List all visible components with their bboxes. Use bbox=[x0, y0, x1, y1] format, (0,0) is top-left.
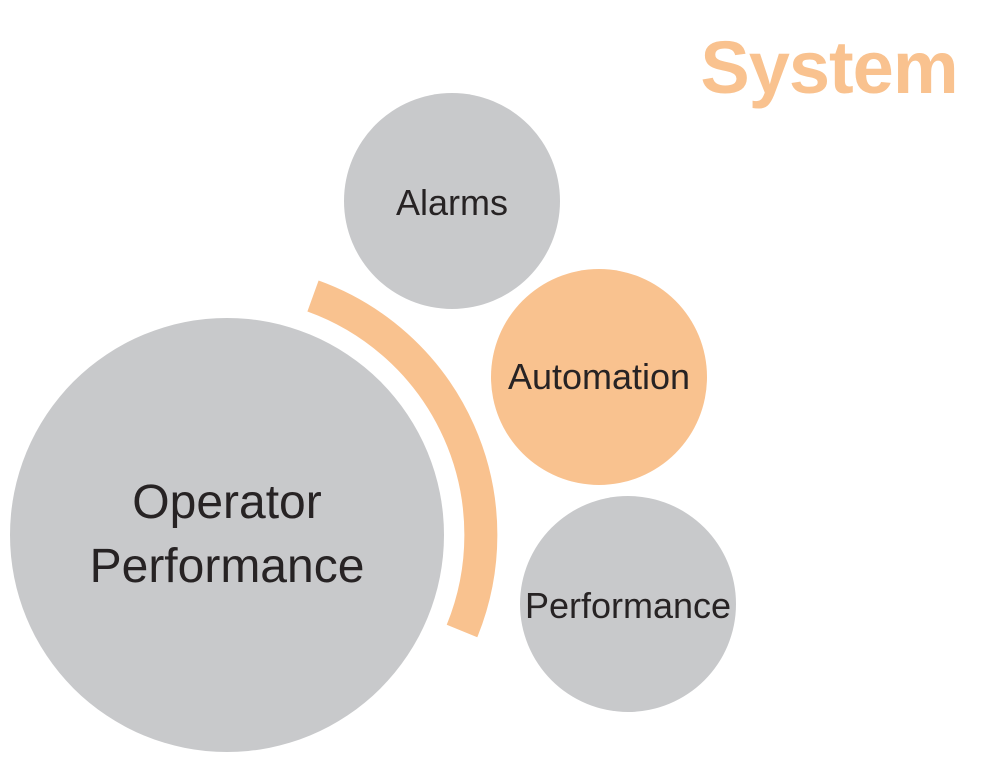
automation-label: Automation bbox=[508, 356, 690, 397]
alarms-label: Alarms bbox=[396, 182, 508, 223]
performance-label: Performance bbox=[525, 585, 731, 626]
operator-performance-bubble bbox=[10, 318, 444, 752]
alarms-bubble bbox=[344, 93, 560, 309]
operator-performance-label-line2: Performance bbox=[90, 540, 365, 593]
connector-arc bbox=[307, 280, 498, 638]
performance-bubble bbox=[520, 496, 736, 712]
automation-bubble bbox=[491, 269, 707, 485]
diagram-title: System bbox=[700, 26, 957, 109]
operator-performance-label-line1: Operator bbox=[132, 476, 321, 529]
